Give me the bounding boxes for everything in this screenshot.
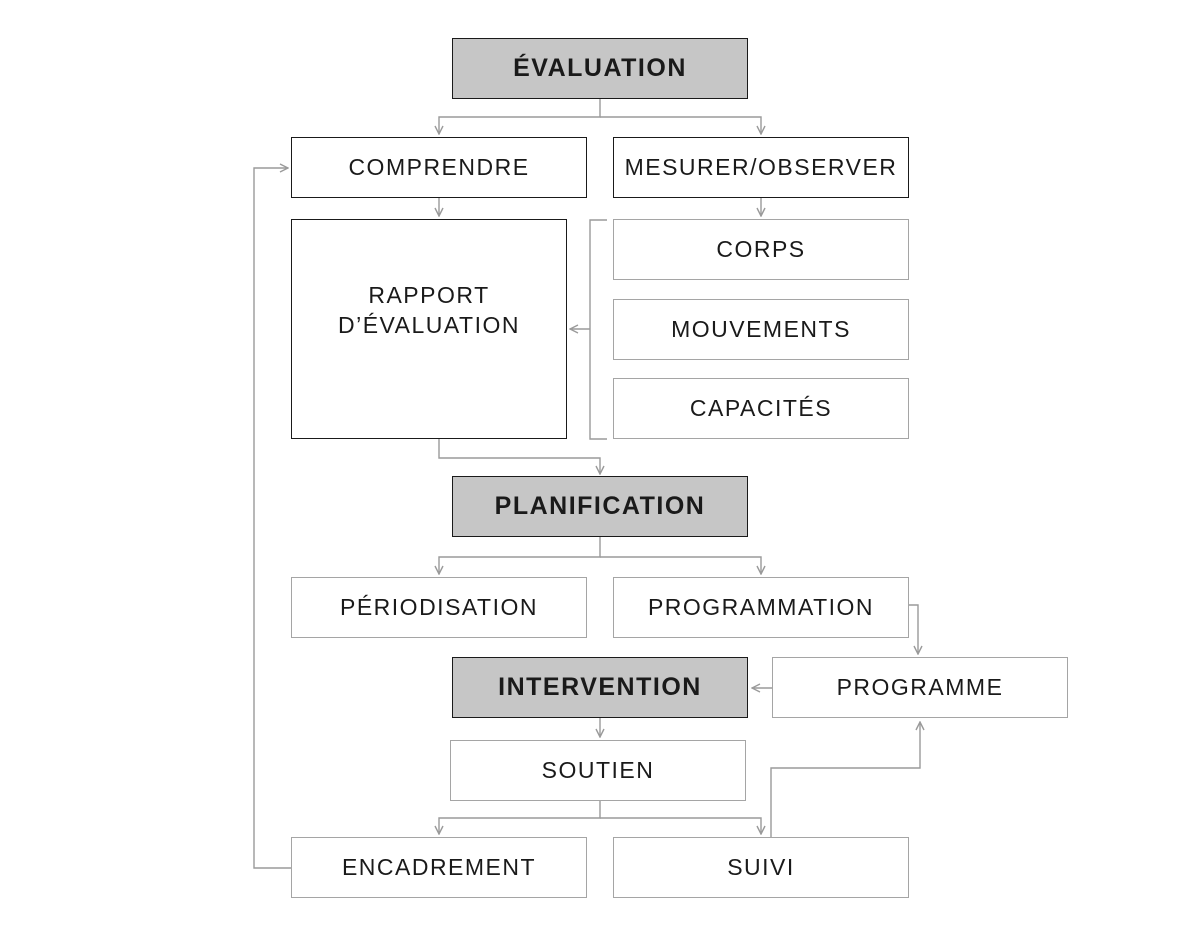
connector-soutien-to-suivi <box>600 817 761 834</box>
box-encadrement-label: ENCADREMENT <box>341 854 537 880</box>
box-rapport-line2: D’ÉVALUATION <box>337 312 520 338</box>
box-soutien-label: SOUTIEN <box>541 757 655 783</box>
connector-planification-to-programmation <box>600 556 761 574</box>
box-mesurer-label: MESURER/OBSERVER <box>624 154 898 180</box>
connector-soutien-to-encadrement <box>439 801 601 834</box>
box-intervention-label: INTERVENTION <box>498 673 702 701</box>
box-soutien: SOUTIEN <box>450 740 746 801</box>
box-mouvements-label: MOUVEMENTS <box>671 316 851 342</box>
connector-evaluation-to-mesurer <box>600 116 761 134</box>
box-evaluation-label: ÉVALUATION <box>513 54 687 82</box>
connector-suivi-to-programme <box>770 722 920 838</box>
box-evaluation: ÉVALUATION <box>452 38 748 99</box>
box-planification-label: PLANIFICATION <box>494 492 706 520</box>
box-periodisation-label: PÉRIODISATION <box>340 594 538 620</box>
box-programme-label: PROGRAMME <box>836 674 1004 700</box>
box-programmation-label: PROGRAMMATION <box>647 594 875 620</box>
box-rapport-evaluation: RAPPORT D’ÉVALUATION <box>291 219 567 439</box>
bracket-observations <box>589 219 607 440</box>
box-intervention: INTERVENTION <box>452 657 748 718</box>
connector-evaluation-to-comprendre <box>439 99 601 134</box>
connector-programmation-to-programme <box>909 604 918 654</box>
box-programme: PROGRAMME <box>772 657 1068 718</box>
box-programmation: PROGRAMMATION <box>613 577 909 638</box>
box-mouvements: MOUVEMENTS <box>613 299 909 360</box>
box-periodisation: PÉRIODISATION <box>291 577 587 638</box>
box-corps-label: CORPS <box>716 236 806 262</box>
box-suivi-label: SUIVI <box>727 854 795 880</box>
box-comprendre: COMPRENDRE <box>291 137 587 198</box>
box-comprendre-label: COMPRENDRE <box>348 154 530 180</box>
connector-rapport-to-planification <box>438 439 600 474</box>
box-rapport-line1: RAPPORT <box>368 282 490 308</box>
box-planification: PLANIFICATION <box>452 476 748 537</box>
box-encadrement: ENCADREMENT <box>291 837 587 898</box>
box-capacites-label: CAPACITÉS <box>689 395 833 421</box>
box-capacites: CAPACITÉS <box>613 378 909 439</box>
connector-planification-to-periodisation <box>439 537 601 574</box>
connector-encadrement-to-comprendre <box>253 168 291 869</box>
box-corps: CORPS <box>613 219 909 280</box>
box-mesurer-observer: MESURER/OBSERVER <box>613 137 909 198</box>
box-suivi: SUIVI <box>613 837 909 898</box>
